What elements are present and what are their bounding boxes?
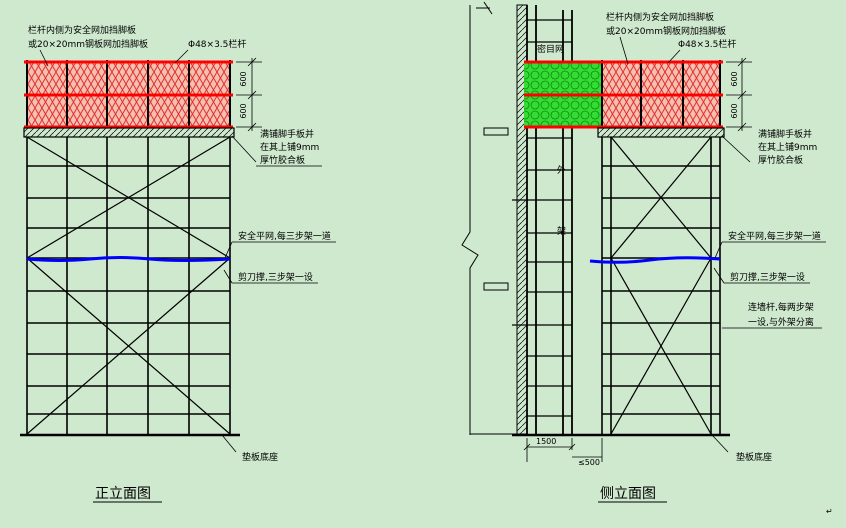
front-dim-lower: 600 [239,103,248,118]
front-elevation: 600 600 栏杆内侧为安全网加挡脚板 或20×20mm钢板网加挡脚板 Φ48… [20,24,336,503]
side-board-note-line2: 在其上铺9mm [758,141,817,153]
tie-note-line1: 连墙杆,每两步架 [748,301,814,313]
front-dim-upper: 600 [239,71,248,86]
front-top-note-line1: 栏杆内侧为安全网加挡脚板 [28,24,136,36]
tie-note-line2: 一设,与外架分离 [748,316,814,328]
side-elevation: 600 600 栏杆内侧为安全网加挡脚板 或20×20mm钢板网加挡脚板 Φ48… [461,1,833,516]
front-board-note-line1: 满铺脚手板并 [260,128,314,140]
side-board-note-line1: 满铺脚手板并 [758,128,812,140]
front-title: 正立面图 [95,486,151,502]
side-board-note-line3: 厚竹胶合板 [758,154,803,166]
front-rail-spec: Φ48×3.5栏杆 [188,38,246,50]
dense-net-label: 密目网 [537,43,564,55]
side-dim-width: 1500 [536,437,556,446]
side-net-note: 安全平网,每三步架一道 [728,230,821,242]
front-scissor-brace [26,136,231,259]
return-mark: ↵ [826,507,833,516]
front-board-note-line3: 厚竹胶合板 [260,154,305,166]
side-base-note: 垫板底座 [736,451,772,463]
front-base-note: 垫板底座 [242,451,278,463]
building-outline [461,1,520,435]
side-dim-upper: 600 [730,71,739,86]
outer-frame-char1: 外 [557,164,566,176]
front-safety-net [26,256,231,262]
front-board-note-line2: 在其上铺9mm [260,141,319,153]
front-working-platform [23,127,235,138]
front-scissor-brace [26,257,231,435]
wall-ties [483,127,509,291]
side-top-note-line1: 栏杆内侧为安全网加挡脚板 [606,11,714,23]
front-top-note-line2: 或20×20mm钢板网加挡脚板 [28,38,148,50]
side-brace-note: 剪刀撑,三步架一设 [730,271,805,283]
side-scissor-brace [610,136,712,259]
side-top-note-line2: 或20×20mm钢板网加挡脚板 [606,25,726,37]
side-title: 侧立面图 [600,486,656,502]
front-net-note: 安全平网,每三步架一道 [238,230,331,242]
outer-frame-char2: 架 [557,226,566,237]
side-dim-lower: 600 [730,103,739,118]
side-working-platform [597,127,725,138]
side-safety-net [589,256,721,264]
side-scissor-brace [610,257,712,435]
side-rail-spec: Φ48×3.5栏杆 [678,38,736,50]
side-dim-gap: ≤500 [578,458,600,467]
front-brace-note: 剪刀撑,三步架一设 [238,271,313,283]
